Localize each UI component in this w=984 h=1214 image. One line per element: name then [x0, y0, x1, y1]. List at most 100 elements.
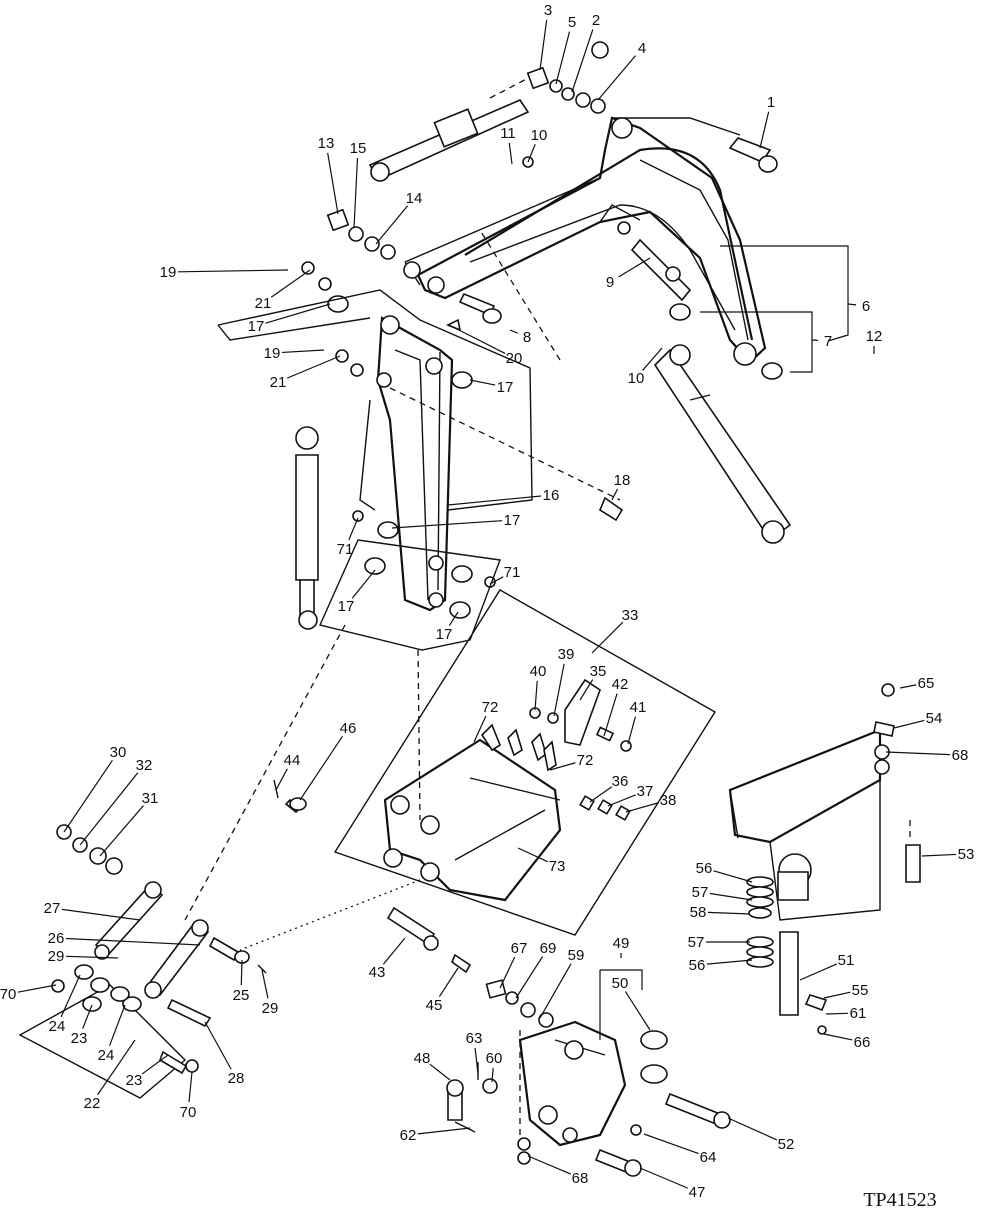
- callout-label-c72b: 72: [577, 752, 594, 769]
- callout-label-c61: 61: [850, 1005, 867, 1022]
- callout-label-c63: 63: [466, 1030, 483, 1047]
- callout-leader-c71b: [489, 576, 504, 585]
- callout-leader-c32: [79, 772, 139, 846]
- dipperstick-bushings: [301, 261, 624, 619]
- swing-bracket-hardware: [446, 979, 554, 1165]
- callout-leader-c17c: [391, 520, 503, 529]
- callout-label-c17d: 17: [338, 598, 355, 615]
- callout-label-c23a: 23: [71, 1030, 88, 1047]
- callout-label-c39: 39: [558, 646, 575, 663]
- callout-label-c14: 14: [406, 190, 423, 207]
- callout-label-c17a: 17: [248, 318, 265, 335]
- callout-label-c57b: 57: [688, 934, 705, 951]
- callout-leader-c44: [275, 768, 288, 791]
- callout-label-c53: 53: [958, 846, 975, 863]
- callout-leader-c13: [327, 152, 339, 215]
- callout-leader-c38: [625, 802, 659, 813]
- callout-leader-c31: [99, 805, 144, 857]
- callout-leader-c29b: [261, 969, 269, 999]
- callout-label-c64: 64: [700, 1149, 717, 1166]
- callout-leader-c37: [607, 794, 636, 807]
- callout-leader-c30: [63, 759, 113, 833]
- callout-label-c48: 48: [414, 1050, 431, 1067]
- callout-label-c62: 62: [400, 1127, 417, 1144]
- callout-leader-c61: [825, 1012, 849, 1015]
- callout-leader-c23a: [82, 1004, 93, 1029]
- callout-label-c32: 32: [136, 757, 153, 774]
- callout-label-c33: 33: [622, 607, 639, 624]
- callout-leader-c22: [97, 1039, 136, 1096]
- callout-label-c24a: 24: [49, 1018, 66, 1035]
- callout-label-c8: 8: [523, 329, 531, 346]
- callout-leaders: [17, 19, 957, 1189]
- callout-leader-c23b: [141, 1054, 169, 1075]
- callout-label-c10a: 10: [531, 127, 548, 144]
- callout-leader-c6: [847, 303, 857, 306]
- callout-label-c54: 54: [926, 710, 943, 727]
- callout-leader-c57a: [709, 892, 753, 901]
- callout-label-c59: 59: [568, 947, 585, 964]
- callout-leader-c3: [539, 19, 548, 71]
- callout-leader-c15: [353, 157, 359, 229]
- callout-leader-c1: [759, 111, 770, 149]
- callout-label-c21b: 21: [270, 374, 287, 391]
- callout-leader-c28: [204, 1021, 232, 1070]
- callout-label-c56b: 56: [689, 957, 706, 974]
- linkage-assembly: [51, 824, 210, 1073]
- callout-label-c50: 50: [612, 975, 629, 992]
- callout-label-c44: 44: [284, 752, 301, 769]
- callout-label-c35: 35: [590, 663, 607, 680]
- callout-label-c19a: 19: [160, 264, 177, 281]
- callout-label-c5: 5: [568, 14, 576, 31]
- callout-label-c49: 49: [613, 935, 630, 952]
- callout-label-c55: 55: [852, 982, 869, 999]
- callout-label-c4: 4: [638, 40, 646, 57]
- callout-leader-c24a: [60, 974, 81, 1018]
- callout-label-c47: 47: [689, 1184, 706, 1201]
- callout-label-c7: 7: [824, 333, 832, 350]
- callout-leader-c73: [517, 847, 549, 863]
- callout-leader-c18: [611, 488, 619, 501]
- callout-leader-c33: [591, 621, 624, 654]
- callout-leader-c8: [509, 329, 518, 334]
- callout-label-c25: 25: [233, 987, 250, 1004]
- callout-leader-c50: [624, 991, 651, 1031]
- callout-label-c73: 73: [549, 858, 566, 875]
- callout-leader-c67: [499, 956, 516, 989]
- callout-label-c38: 38: [660, 792, 677, 809]
- callout-label-c27: 27: [44, 900, 61, 917]
- callout-leader-c19a: [177, 269, 289, 273]
- alignment-centerlines: [184, 229, 911, 1140]
- callout-label-c18: 18: [614, 472, 631, 489]
- callout-label-c15: 15: [350, 140, 367, 157]
- callout-label-c20: 20: [506, 350, 523, 367]
- callout-label-c70a: 70: [0, 986, 16, 1003]
- callout-leader-c72a: [473, 715, 487, 743]
- swing-frame: [728, 728, 882, 921]
- callout-label-c68a: 68: [952, 747, 969, 764]
- callout-leader-c56b: [706, 959, 753, 965]
- callout-label-c43: 43: [369, 964, 386, 981]
- callout-leader-c19b: [281, 349, 325, 354]
- callout-label-c24b: 24: [98, 1047, 115, 1064]
- assembly-outline-frames: [18, 289, 716, 1099]
- callout-leader-c47: [639, 1167, 689, 1189]
- callout-leader-c24b: [108, 1004, 126, 1046]
- callout-leader-c41: [627, 716, 636, 745]
- callout-label-c52: 52: [778, 1136, 795, 1153]
- callout-label-c21a: 21: [255, 295, 272, 312]
- callout-label-c65: 65: [918, 675, 935, 692]
- callout-label-c31: 31: [142, 790, 159, 807]
- callout-label-c57a: 57: [692, 884, 709, 901]
- callout-label-c29a: 29: [48, 948, 65, 965]
- callout-label-c67: 67: [511, 940, 528, 957]
- callout-label-c10b: 10: [628, 370, 645, 387]
- boom-assembly: [403, 116, 767, 366]
- callout-label-c19b: 19: [264, 345, 281, 362]
- callout-label-c13: 13: [318, 135, 335, 152]
- callout-leader-c63: [474, 1047, 479, 1075]
- callout-label-c6: 6: [862, 298, 870, 315]
- washer-stack-left: [326, 208, 396, 260]
